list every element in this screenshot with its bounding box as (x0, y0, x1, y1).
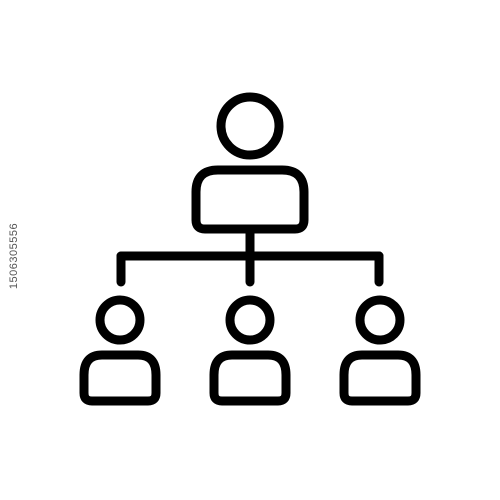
bottom-left-person-icon (79, 295, 161, 406)
hierarchy-connectors (116, 224, 384, 287)
bottom-center-person-head (225, 295, 275, 345)
bottom-right-person-head (355, 295, 405, 345)
top-person-icon (191, 92, 309, 234)
bottom-right-person-icon (339, 295, 421, 406)
top-person-head (216, 92, 284, 160)
bottom-center-person-body (209, 350, 291, 406)
watermark-id: 1506305556 (8, 222, 20, 290)
top-person-body (191, 165, 309, 234)
bottom-right-person-body (339, 350, 421, 406)
bottom-left-person-body (79, 350, 161, 406)
bottom-center-person-icon (209, 295, 291, 406)
bottom-left-person-head (95, 295, 145, 345)
